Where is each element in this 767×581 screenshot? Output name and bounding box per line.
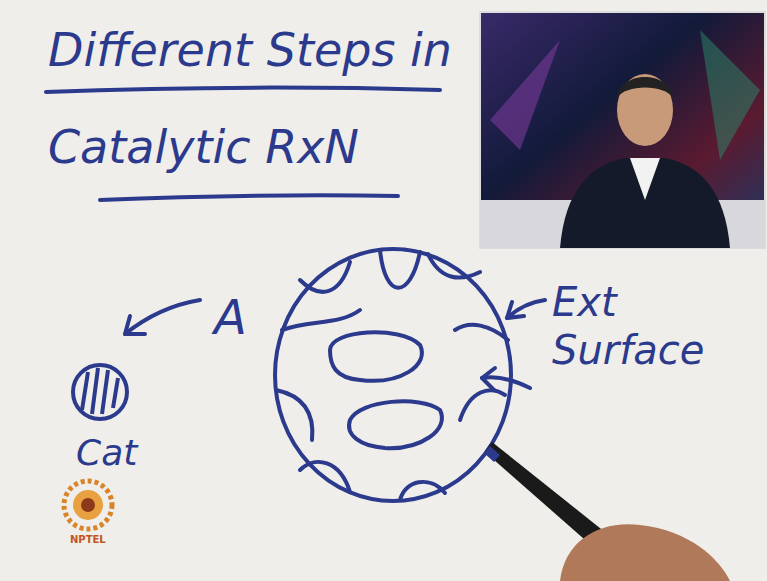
- leader-arrows: [482, 300, 545, 390]
- porous-pellet: [275, 249, 511, 501]
- catalyst-label: Cat: [76, 432, 137, 473]
- nptel-logo: [64, 481, 112, 529]
- logo-text: NPTEL: [70, 534, 106, 546]
- title: Different Steps in Catalytic RxN: [48, 2, 468, 196]
- arrow-from-A: [125, 300, 200, 334]
- reactant-label: A: [214, 290, 247, 345]
- marker-pen: [484, 442, 730, 581]
- presenter-video: [480, 12, 765, 248]
- external-surface-label: Ext Surface: [552, 278, 752, 374]
- catalyst-particle: [73, 365, 127, 419]
